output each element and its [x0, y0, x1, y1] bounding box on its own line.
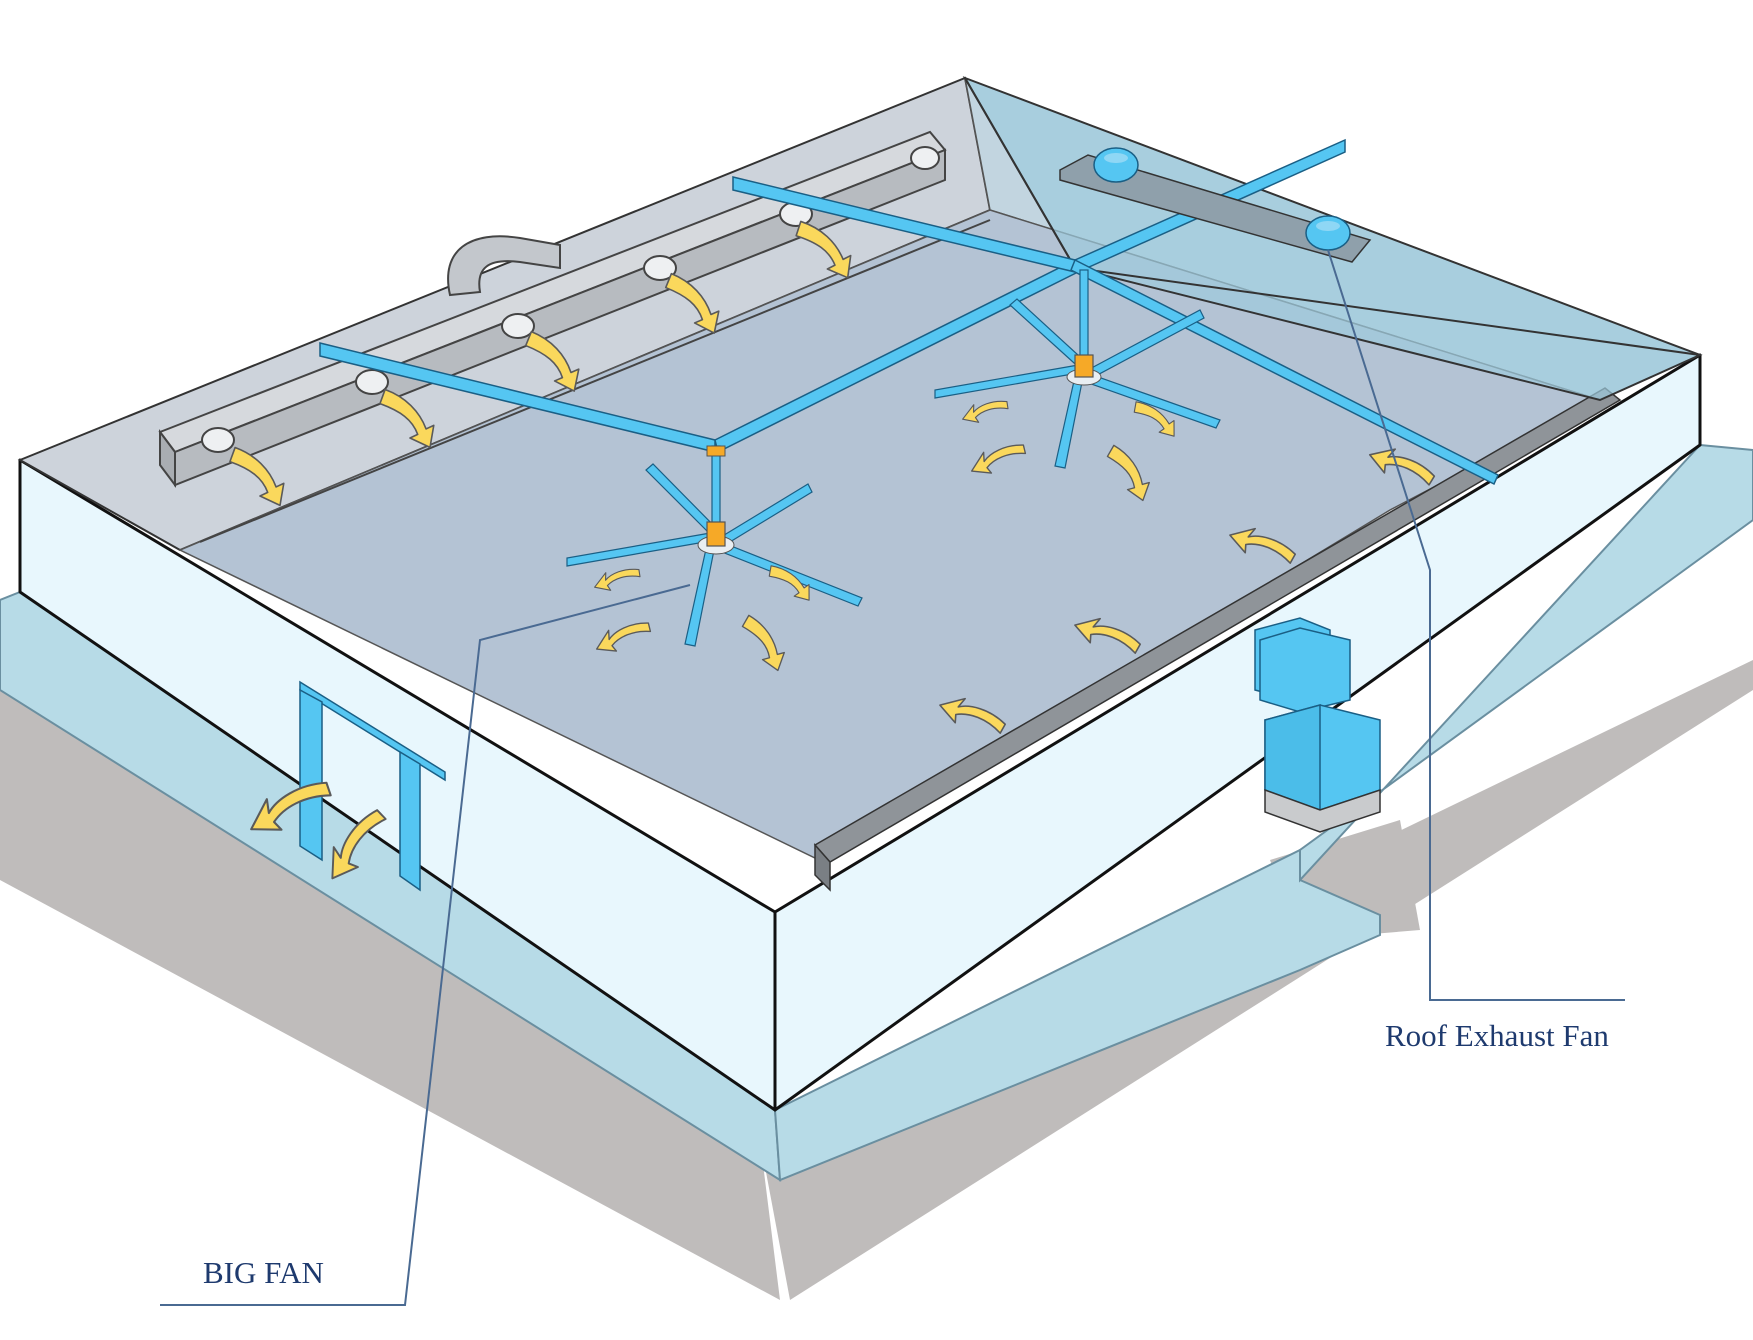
roof-exhaust-fan-callout-line: [1327, 249, 1625, 1001]
roof-exhaust-fan-icon: [1093, 147, 1139, 183]
air-duct-icon: [158, 130, 947, 488]
inside-curb: [814, 843, 831, 892]
roof-exhaust-fan-icon: [1305, 215, 1351, 251]
big-fan-callout-line: [160, 584, 691, 1306]
air-conditioner-unit-icon: [1254, 617, 1381, 833]
roof-edge: [1074, 267, 1701, 356]
big-fan-icon: [934, 269, 1221, 469]
big-fan-label: BIG FAN: [203, 1255, 324, 1290]
front-right-wall: [773, 353, 1702, 1112]
roof-exhaust-fan-plate: [1059, 154, 1372, 263]
roof-ridge: [964, 77, 1076, 269]
roof-exhaust-fan-label: Roof Exhaust Fan: [1385, 1018, 1609, 1053]
door-icon: [299, 680, 446, 892]
wall-floor-edge: [199, 219, 991, 543]
